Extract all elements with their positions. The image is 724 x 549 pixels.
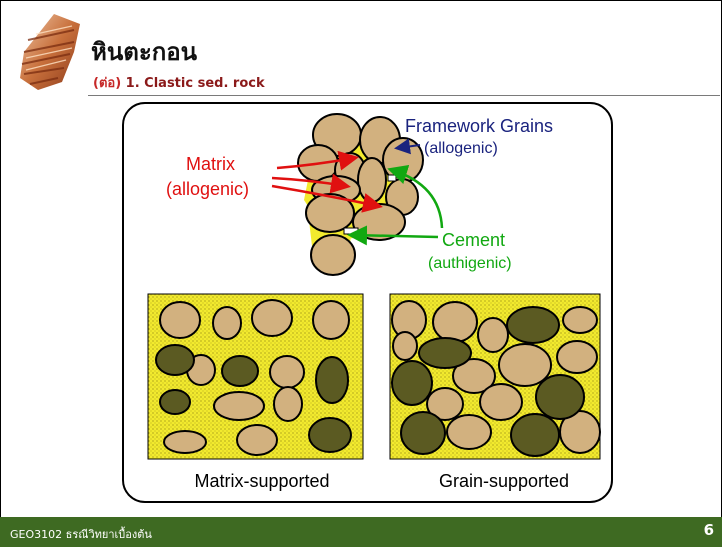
matrix-sublabel: (allogenic): [166, 179, 249, 199]
framework-sublabel: (allogenic): [424, 140, 498, 157]
matrix-label: Matrix: [186, 154, 235, 174]
cement-label: Cement: [442, 230, 505, 250]
page-number: 6: [704, 521, 714, 539]
framework-label: Framework Grains: [405, 116, 553, 136]
grain-supported-label: Grain-supported: [439, 471, 569, 491]
grain-supported-panel: [390, 294, 600, 459]
matrix-supported-label: Matrix-supported: [194, 471, 329, 491]
footer-bar: GEO3102 ธรณีวิทยาเบื้องต้น 6: [0, 517, 722, 547]
cement-sublabel: (authigenic): [428, 255, 512, 272]
course-name: GEO3102 ธรณีวิทยาเบื้องต้น: [10, 525, 152, 543]
matrix-supported-panel: [148, 294, 363, 459]
